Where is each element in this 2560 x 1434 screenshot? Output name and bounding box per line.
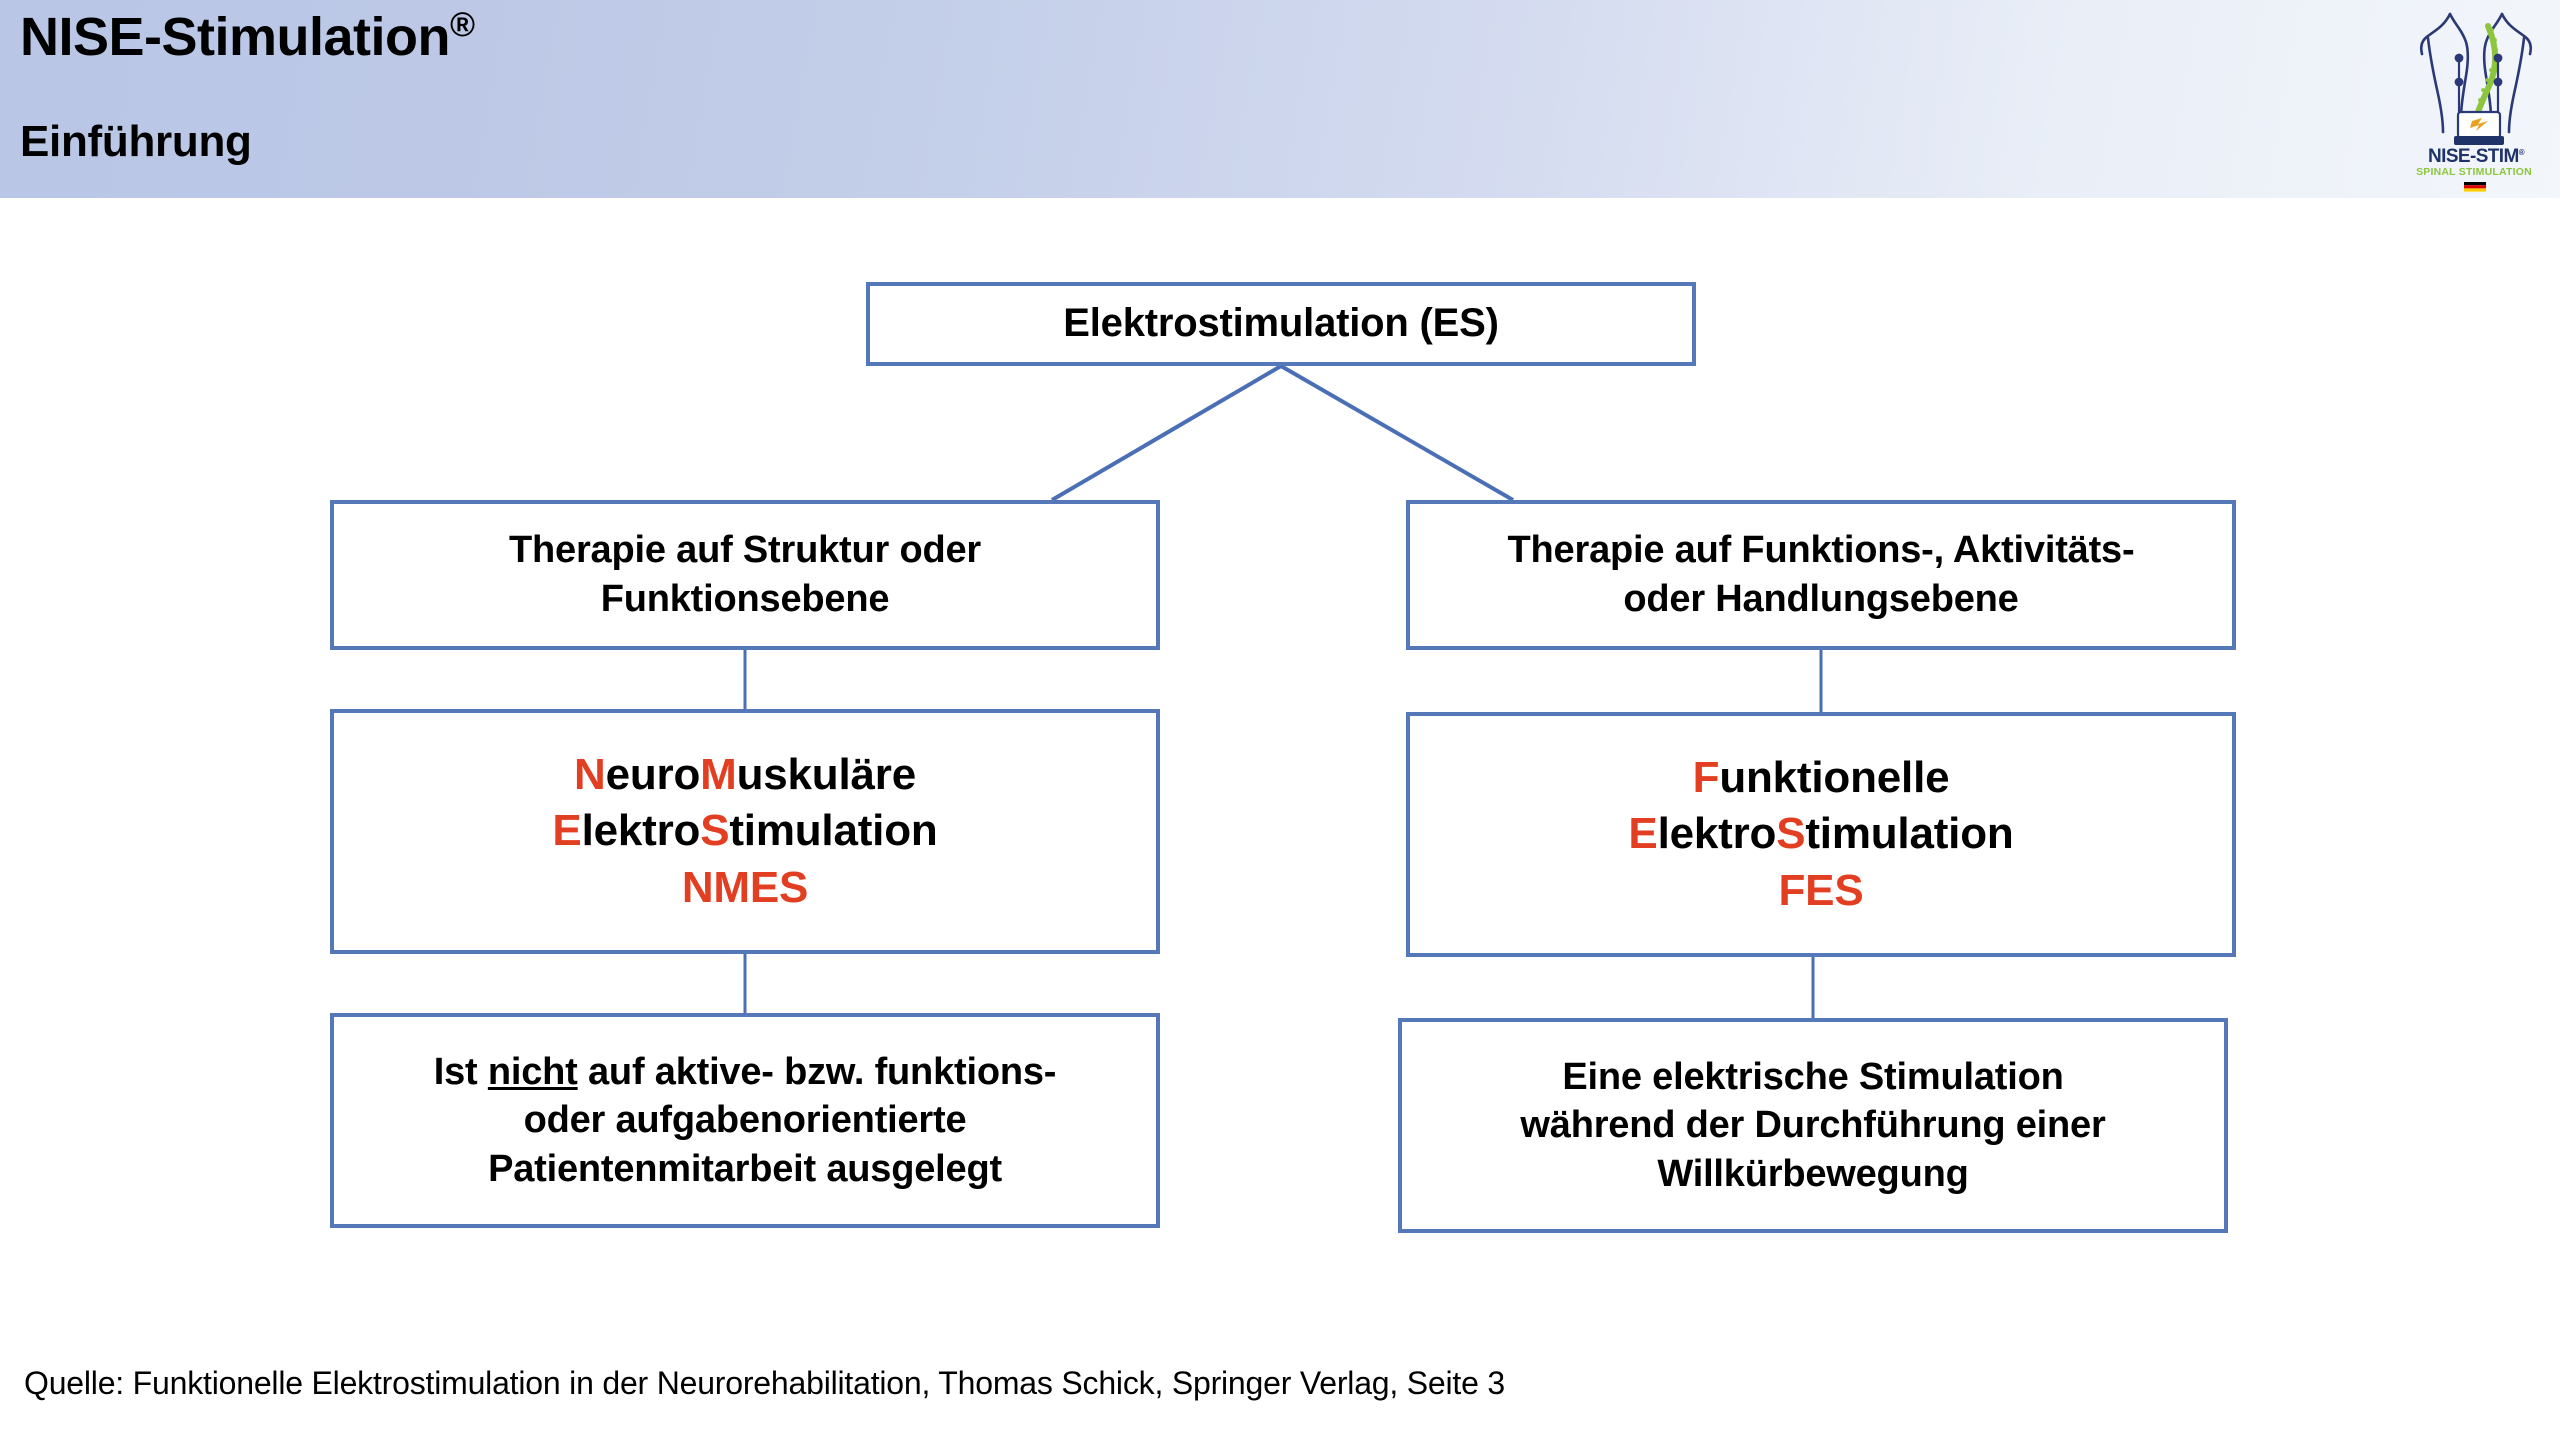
node-nmes-description: Ist nicht auf aktive- bzw. funktions- od… bbox=[330, 1013, 1160, 1228]
fes-desc-line2: während der Durchführung einer bbox=[1520, 1104, 2106, 1147]
fes-acronym: FES bbox=[1778, 865, 1864, 915]
nmes-line1-b: euro bbox=[605, 750, 701, 800]
registered-mark: ® bbox=[450, 6, 475, 44]
node-elektrostimulation-label: Elektrostimulation (ES) bbox=[1063, 301, 1499, 346]
node-nmes-text: NeuroMuskuläre ElektroStimulation NMES bbox=[334, 747, 1156, 916]
nmes-accent-n: N bbox=[574, 750, 606, 800]
fes-line1: Funktionelle bbox=[1693, 753, 1950, 802]
node-therapie-funktion-line1: Therapie auf Funktions-, Aktivitäts- bbox=[1507, 529, 2135, 572]
node-therapie-funktion: Therapie auf Funktions-, Aktivitäts- ode… bbox=[1406, 500, 2236, 650]
node-nmes-description-text: Ist nicht auf aktive- bzw. funktions- od… bbox=[334, 1048, 1156, 1194]
nmes-line1-d: uskuläre bbox=[736, 750, 917, 800]
nmes-desc-line1: Ist nicht auf aktive- bzw. funktions- bbox=[433, 1050, 1057, 1093]
fes-line2-d: timulation bbox=[1805, 809, 2014, 859]
torso-outline bbox=[2419, 12, 2533, 134]
node-therapie-struktur-text: Therapie auf Struktur oder Funktionseben… bbox=[334, 526, 1156, 623]
node-therapie-struktur-line1: Therapie auf Struktur oder bbox=[509, 529, 981, 572]
slide-header-band bbox=[0, 0, 2560, 198]
fes-accent-f: F bbox=[1692, 753, 1720, 803]
connector-root-to-right bbox=[1279, 364, 1515, 502]
electrode-dots bbox=[2454, 53, 2503, 87]
fes-line2: ElektroStimulation bbox=[1628, 809, 2013, 858]
node-fes: Funktionelle ElektroStimulation FES bbox=[1406, 712, 2236, 957]
page-title-text: NISE-Stimulation bbox=[20, 7, 451, 67]
nmes-accent-m: M bbox=[700, 750, 737, 800]
nmes-accent-e: E bbox=[552, 806, 582, 856]
page-subtitle: Einführung bbox=[20, 117, 252, 166]
node-fes-description: Eine elektrische Stimulation während der… bbox=[1398, 1018, 2228, 1233]
nmes-desc-line2: oder aufgabenorientierte bbox=[523, 1099, 967, 1142]
fes-desc-line3: Willkürbewegung bbox=[1657, 1152, 1969, 1195]
node-fes-text: Funktionelle ElektroStimulation FES bbox=[1410, 750, 2232, 919]
nmes-line2: ElektroStimulation bbox=[552, 806, 937, 855]
fes-desc-line1: Eine elektrische Stimulation bbox=[1562, 1055, 2064, 1098]
connector-root-to-left bbox=[1050, 364, 1283, 502]
source-citation: Quelle: Funktionelle Elektrostimulation … bbox=[24, 1365, 1506, 1401]
stimulator-device bbox=[2454, 110, 2504, 145]
fes-accent-s: S bbox=[1776, 809, 1806, 859]
fes-accent-e: E bbox=[1628, 809, 1658, 859]
node-therapie-funktion-text: Therapie auf Funktions-, Aktivitäts- ode… bbox=[1410, 526, 2232, 623]
nmes-desc-line1-post: auf aktive- bzw. funktions- bbox=[577, 1050, 1057, 1093]
node-therapie-struktur: Therapie auf Struktur oder Funktionseben… bbox=[330, 500, 1160, 650]
fes-line1-b: unktionelle bbox=[1719, 753, 1950, 803]
bolt-icon bbox=[2470, 118, 2488, 131]
nmes-line2-d: timulation bbox=[729, 806, 938, 856]
node-therapie-funktion-line2: oder Handlungsebene bbox=[1623, 578, 2019, 620]
nmes-desc-emphasis-nicht: nicht bbox=[487, 1050, 578, 1093]
page-title: NISE-Stimulation® bbox=[20, 6, 475, 67]
nmes-desc-line1-pre: Ist bbox=[433, 1050, 488, 1093]
nmes-line2-b: lektro bbox=[581, 806, 701, 856]
nmes-accent-s: S bbox=[700, 806, 730, 856]
node-fes-description-text: Eine elektrische Stimulation während der… bbox=[1402, 1053, 2224, 1199]
fes-line2-b: lektro bbox=[1657, 809, 1777, 859]
nmes-line1: NeuroMuskuläre bbox=[574, 750, 916, 799]
node-therapie-struktur-line2: Funktionsebene bbox=[600, 578, 890, 620]
nmes-desc-line3: Patientenmitarbeit ausgelegt bbox=[488, 1147, 1002, 1190]
german-flag-icon bbox=[2464, 182, 2486, 192]
logo-wordmark: NISE-STIM® bbox=[2428, 146, 2525, 167]
nmes-acronym: NMES bbox=[681, 862, 809, 912]
brand-logo: NISE-STIM® SPINAL STIMULATION bbox=[2410, 2, 2542, 198]
logo-tagline: SPINAL STIMULATION bbox=[2416, 166, 2532, 178]
node-elektrostimulation: Elektrostimulation (ES) bbox=[866, 282, 1696, 366]
node-nmes: NeuroMuskuläre ElektroStimulation NMES bbox=[330, 709, 1160, 954]
